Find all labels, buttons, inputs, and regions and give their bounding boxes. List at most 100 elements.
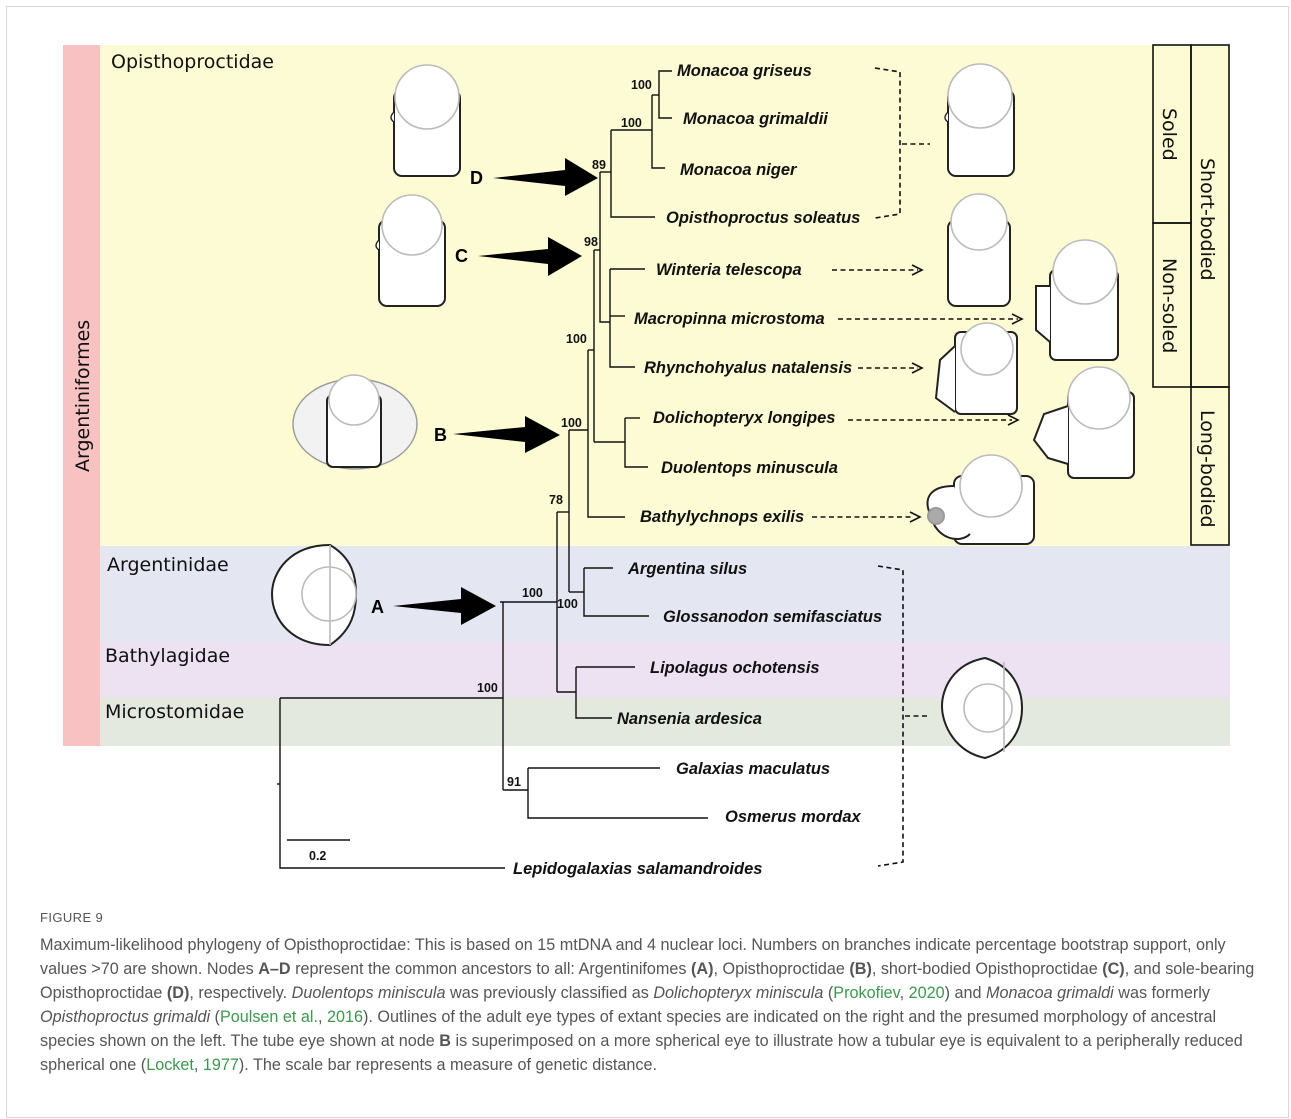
body-form-soled: Soled <box>1158 108 1180 161</box>
bootstrap-value: 100 <box>561 416 582 430</box>
figure-caption: Maximum-likelihood phylogeny of Opisthop… <box>40 934 1265 1077</box>
taxon-label: Winteria telescopa <box>656 261 802 279</box>
family-label-argentinidae: Argentinidae <box>107 554 229 576</box>
figure-number: FIGURE 9 <box>40 910 104 925</box>
caption-italic: Dolichopteryx miniscula <box>653 983 824 1002</box>
caption-text: is superimposed on a more spherical eye … <box>40 1031 1243 1074</box>
node-arrow-d: D <box>470 158 598 196</box>
caption-text: ) and <box>944 983 986 1002</box>
figure-caption-block: FIGURE 9 Maximum-likelihood phylogeny of… <box>40 910 1265 1077</box>
ancestral-eye-c <box>375 194 446 307</box>
taxon-label: Bathylychnops exilis <box>640 508 804 526</box>
phylogeny-figure: Opisthoproctidae Argentinidae Bathylagid… <box>63 44 1230 878</box>
citation-link[interactable]: Prokofiev <box>833 983 900 1002</box>
bootstrap-value: 100 <box>477 681 498 695</box>
body-form-long-bodied: Long-bodied <box>1196 410 1218 528</box>
extant-eye-macropinna <box>1035 239 1119 361</box>
ancestral-eye-b <box>292 374 418 470</box>
body-form-short-bodied: Short-bodied <box>1196 158 1218 281</box>
bootstrap-value: 100 <box>621 116 642 130</box>
caption-italic: Monacoa grimaldi <box>985 983 1114 1002</box>
node-arrow-b: B <box>434 416 560 453</box>
extant-eye-soled <box>944 63 1015 177</box>
caption-text: , <box>899 983 909 1002</box>
caption-bold: B <box>439 1031 451 1050</box>
taxon-label: Opisthoproctus soleatus <box>666 209 860 227</box>
caption-text: , short-bodied Opisthoproctidae <box>871 959 1103 978</box>
bootstrap-value: 91 <box>507 775 521 789</box>
node-letter: A <box>371 597 384 617</box>
extant-eye-winteria <box>947 193 1011 307</box>
taxon-label: Osmerus mordax <box>725 808 862 826</box>
taxon-label: Dolichopteryx longipes <box>653 409 835 427</box>
bootstrap-value: 100 <box>557 597 578 611</box>
citation-link[interactable]: Locket <box>146 1055 194 1074</box>
extant-eye-outgroup <box>940 656 1024 760</box>
citation-link[interactable]: Poulsen et al. <box>219 1007 319 1026</box>
caption-text: , respectively. <box>189 983 292 1002</box>
taxon-label: Lepidogalaxias salamandroides <box>513 860 762 878</box>
caption-text: ( <box>823 983 834 1002</box>
caption-text: , <box>193 1055 203 1074</box>
argentiniformes-band <box>63 45 100 746</box>
caption-text: represent the common ancestors to all: A… <box>290 959 691 978</box>
caption-text: was previously classified as <box>445 983 654 1002</box>
citation-link[interactable]: 2020 <box>908 983 945 1002</box>
microstomidae-band <box>100 697 1230 746</box>
extant-eye-dolichopteryx <box>1032 366 1135 479</box>
caption-text: ). The scale bar represents a measure of… <box>238 1055 658 1074</box>
taxon-label: Monacoa grimaldii <box>683 110 828 128</box>
bootstrap-value: 98 <box>584 235 598 249</box>
ancestral-eye-d <box>390 64 461 177</box>
taxon-label: Argentina silus <box>627 560 747 578</box>
body-form-legend: Soled Non-soled Short-bodied Long-bodied <box>1152 44 1230 546</box>
taxon-label: Duolentops minuscula <box>661 459 838 477</box>
caption-text: ( <box>210 1007 220 1026</box>
taxon-label: Glossanodon semifasciatus <box>663 608 882 626</box>
node-arrow-a: A <box>371 587 496 625</box>
scale-bar-label: 0.2 <box>309 849 326 863</box>
caption-text: Maximum-likelihood phylogeny of Opisthop… <box>40 936 1226 978</box>
caption-bold: (A) <box>691 959 714 978</box>
bootstrap-value: 100 <box>566 332 587 346</box>
taxon-label: Nansenia ardesica <box>617 710 762 728</box>
bootstrap-value: 78 <box>549 493 563 507</box>
bootstrap-value: 100 <box>631 78 652 92</box>
node-letter: C <box>455 246 468 266</box>
caption-text: ). Outlines of the adult eye types of ex… <box>40 1007 1217 1050</box>
family-label-bathylagidae: Bathylagidae <box>105 645 230 667</box>
taxon-label: Rhynchohyalus natalensis <box>644 359 852 377</box>
order-label-argentiniformes: Argentiniformes <box>72 320 94 472</box>
caption-italic: Duolentops miniscula <box>291 983 446 1002</box>
taxon-label: Galaxias maculatus <box>676 760 830 778</box>
family-label-microstomidae: Microstomidae <box>105 701 244 723</box>
caption-text: , <box>318 1007 328 1026</box>
bathylagidae-band <box>100 642 1230 697</box>
caption-bold: (C) <box>1102 959 1125 978</box>
caption-italic: Opisthoproctus grimaldi <box>40 1007 211 1026</box>
figure-frame <box>6 6 1289 1118</box>
caption-bold: A–D <box>258 959 291 978</box>
taxon-label: Monacoa griseus <box>677 62 812 80</box>
caption-text: , Opisthoproctidae <box>713 959 850 978</box>
extant-eye-rhynchohyalus <box>934 322 1018 415</box>
ancestral-eye-a <box>270 543 358 647</box>
node-letter: D <box>470 168 483 188</box>
phylogenetic-tree <box>277 70 708 869</box>
body-form-non-soled: Non-soled <box>1158 258 1180 353</box>
node-letter: B <box>434 425 447 445</box>
caption-text: , and sole-bearing Opisthoproctidae <box>40 959 1255 1002</box>
caption-text: was formerly <box>1113 983 1210 1002</box>
taxon-label: Monacoa niger <box>680 161 798 179</box>
citation-link[interactable]: 1977 <box>202 1055 239 1074</box>
citation-link[interactable]: 2016 <box>327 1007 364 1026</box>
node-arrow-c: C <box>455 237 582 276</box>
caption-bold: (D) <box>166 983 190 1002</box>
caption-bold: (B) <box>849 959 872 978</box>
extant-eye-bathylychnops <box>926 454 1035 545</box>
taxon-label: Macropinna microstoma <box>634 310 825 328</box>
dashed-connectors <box>812 67 1024 867</box>
taxon-label: Lipolagus ochotensis <box>650 659 820 677</box>
family-label-opisthoproctidae: Opisthoproctidae <box>111 51 274 73</box>
bootstrap-value: 89 <box>592 158 606 172</box>
